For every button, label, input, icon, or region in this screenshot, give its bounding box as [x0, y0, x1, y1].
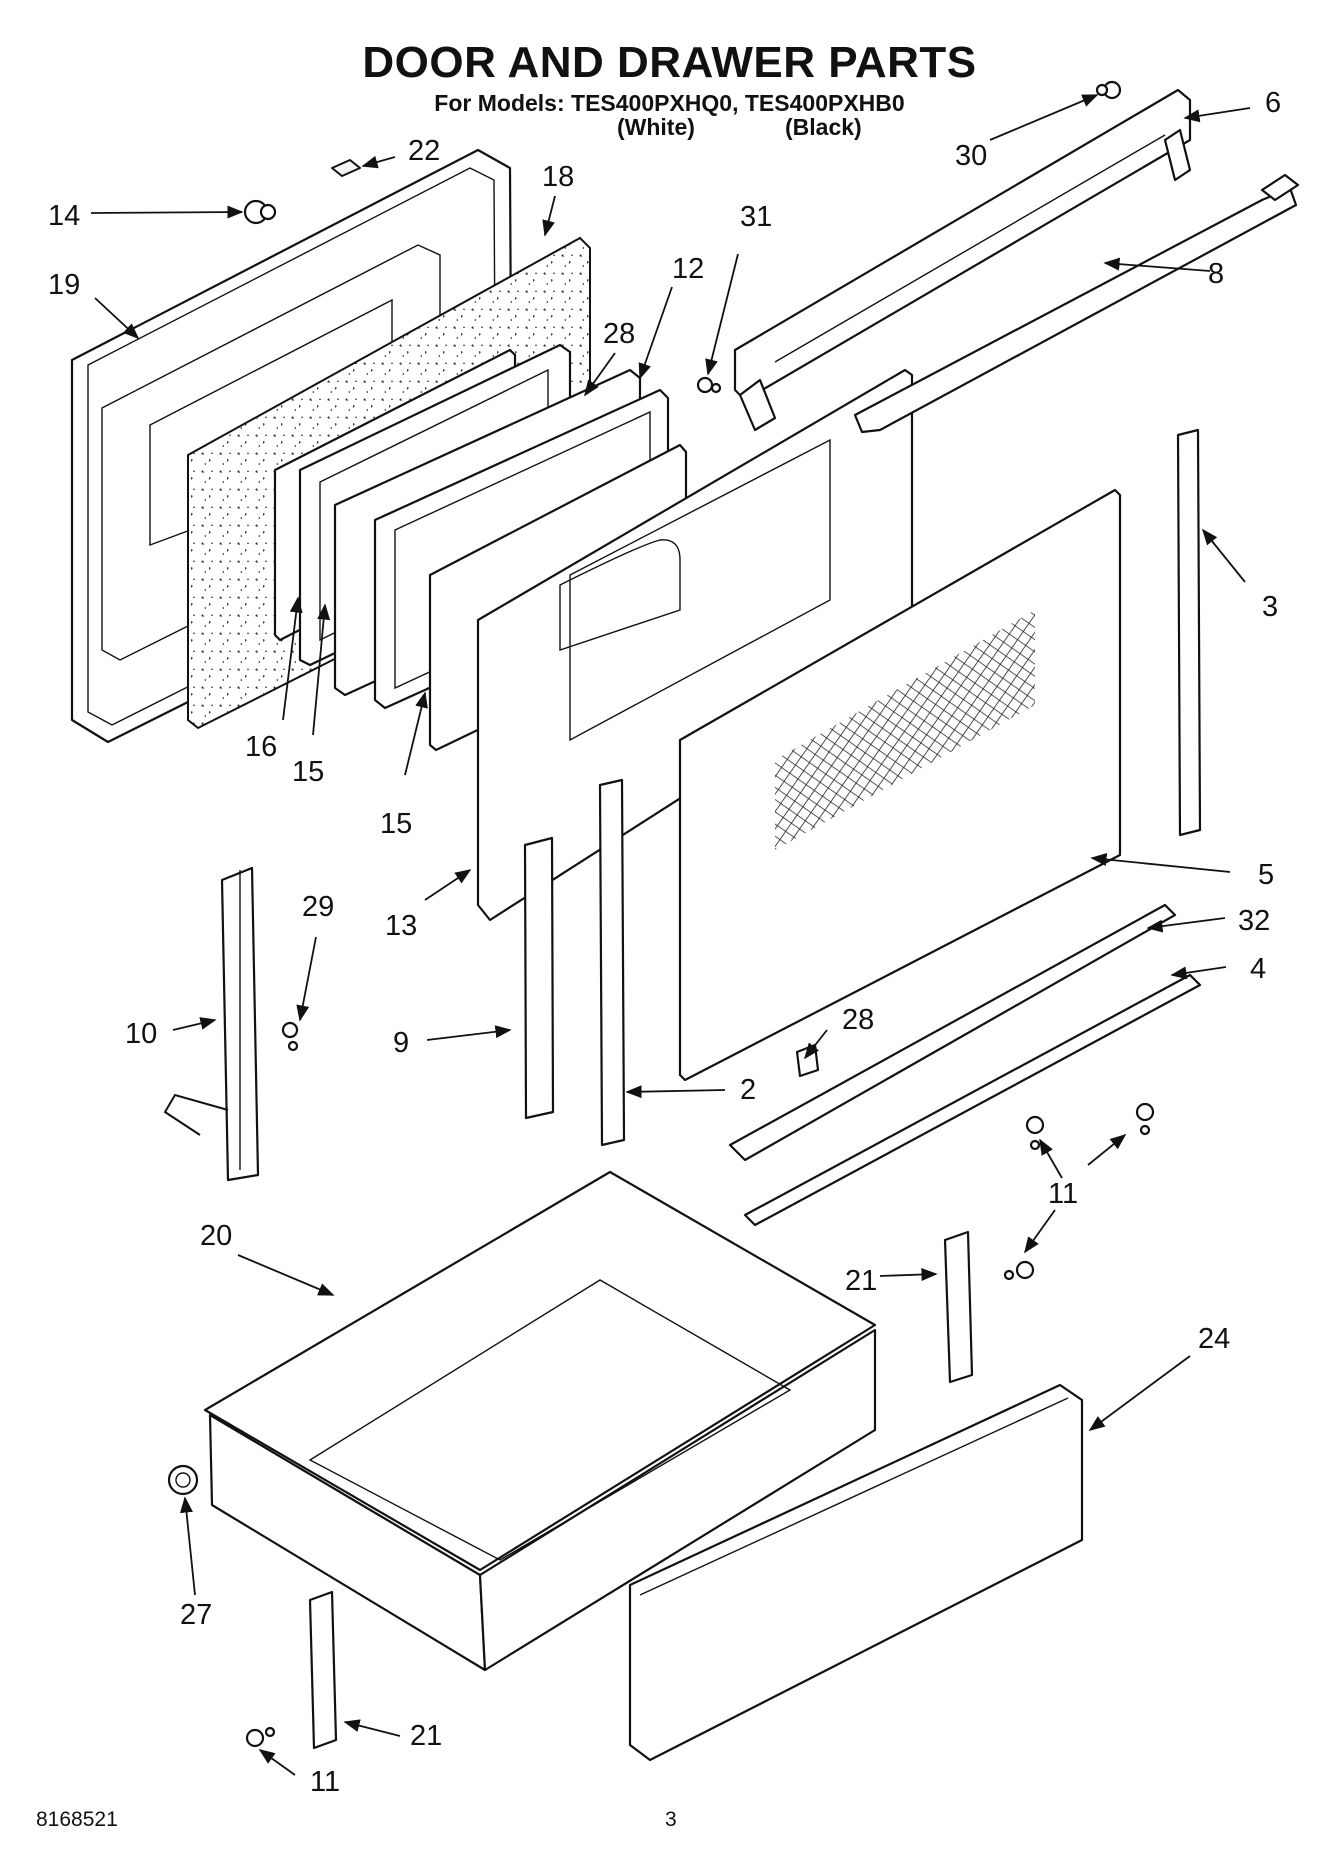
screw-icon: [1025, 1115, 1045, 1151]
side-trim-left: [598, 778, 626, 1147]
top-clip-icon: [331, 159, 361, 177]
callout-4: 4: [1250, 953, 1266, 985]
callout-arrows: [90, 94, 1251, 1776]
drawer-front-panel: [628, 1383, 1084, 1762]
callout-24: 24: [1198, 1323, 1230, 1355]
callout-15b: 15: [380, 808, 412, 840]
side-trim-right: [1176, 428, 1202, 837]
callout-6: 6: [1265, 87, 1281, 119]
document-number: 8168521: [36, 1808, 118, 1831]
hinge-left: [163, 866, 260, 1182]
callout-11: 11: [1048, 1178, 1078, 1210]
models-line: For Models: TES400PXHQ0, TES400PXHB0: [434, 90, 905, 116]
callout-16: 16: [245, 731, 277, 763]
drawer-bracket-left: [308, 1590, 338, 1750]
screw-icon: [245, 1726, 276, 1748]
callout-21: 21: [845, 1265, 877, 1297]
callout-5: 5: [1258, 859, 1274, 891]
callout-labels: 22 18 14 19 31 12 28 16 15 15 30 6 8 3 5…: [48, 87, 1281, 1798]
callout-10: 10: [125, 1018, 157, 1050]
callout-32: 32: [1238, 905, 1270, 937]
drawer-slide-rail: [728, 903, 1177, 1162]
callout-20: 20: [200, 1220, 232, 1252]
callout-14: 14: [48, 200, 80, 232]
color-black-label: (Black): [785, 114, 862, 140]
page-title: DOOR AND DRAWER PARTS: [362, 38, 977, 87]
callout-11b: 11: [310, 1766, 340, 1798]
callout-9: 9: [393, 1027, 409, 1059]
door-outer-panel: [678, 488, 1122, 1082]
callout-19: 19: [48, 269, 80, 301]
screw-icon: [1003, 1260, 1035, 1281]
screw-icon: [1095, 80, 1122, 100]
door-handle: [853, 173, 1300, 434]
callout-3: 3: [1262, 591, 1278, 623]
spacer-strip: [523, 836, 555, 1120]
callout-30: 30: [955, 140, 987, 172]
slide-clip: [795, 1043, 820, 1078]
callout-8: 8: [1208, 258, 1224, 290]
callout-28b: 28: [842, 1004, 874, 1036]
screw-icon: [1135, 1102, 1155, 1136]
vent-trim: [733, 88, 1192, 432]
callout-31: 31: [740, 201, 772, 233]
callout-27: 27: [180, 1599, 212, 1631]
storage-drawer: [203, 1170, 877, 1672]
drawer-bracket-right: [943, 1230, 974, 1384]
callout-12: 12: [672, 253, 704, 285]
callout-13: 13: [385, 910, 417, 942]
color-white-label: (White): [617, 114, 695, 140]
drawer-glide-icon: [167, 1464, 199, 1496]
callout-22: 22: [408, 135, 440, 167]
callout-28: 28: [603, 318, 635, 350]
callout-29: 29: [302, 891, 334, 923]
screw-icon: [696, 376, 722, 394]
screw-icon: [281, 1021, 299, 1052]
callout-21b: 21: [410, 1720, 442, 1752]
bumper-icon: [243, 199, 277, 225]
callout-15: 15: [292, 756, 324, 788]
door-hinge-support: [743, 973, 1202, 1227]
callout-2: 2: [740, 1074, 756, 1106]
callout-18: 18: [542, 161, 574, 193]
page-number: 3: [665, 1808, 677, 1831]
